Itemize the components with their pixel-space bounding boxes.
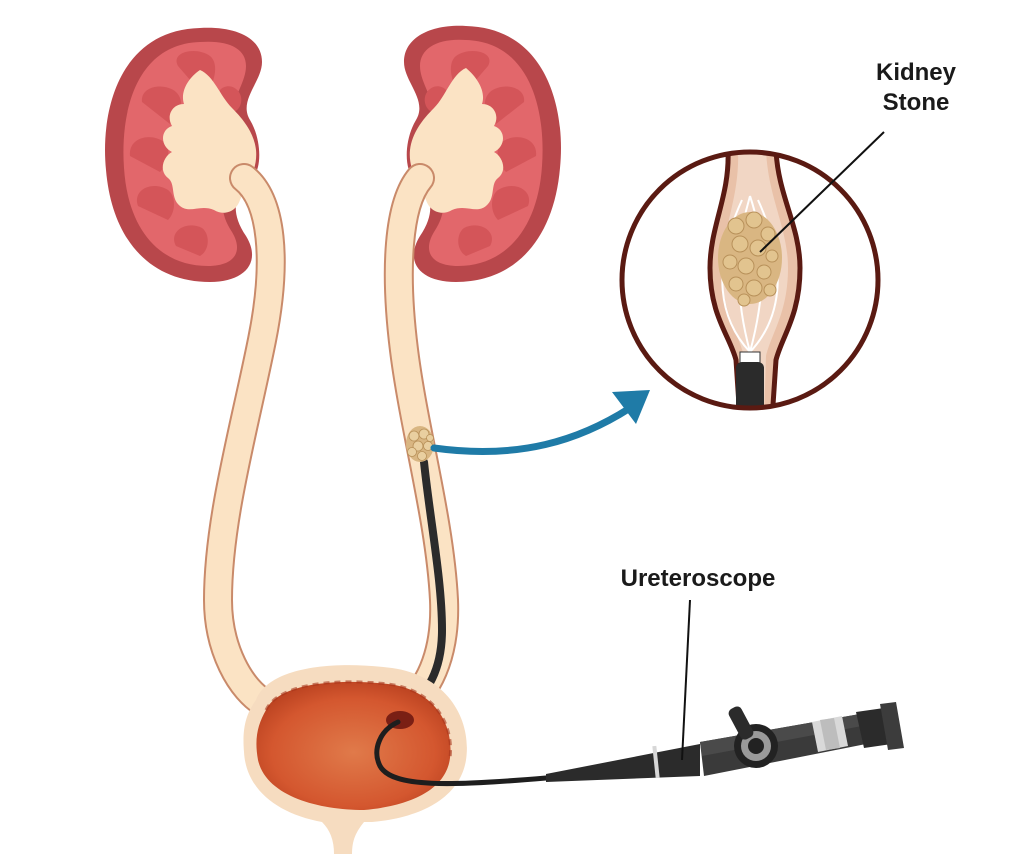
right-kidney [404,25,561,283]
left-kidney [105,27,262,283]
zoom-detail-circle [619,149,881,411]
kidney-stone-leader-line [759,131,885,253]
kidney-stone-label: Kidney Stone [856,58,976,118]
ureteroscope-leader-line [681,599,691,761]
kidney-stone-label-line1: Kidney [875,59,956,86]
kidney-stone-label-line2: Stone [882,89,950,116]
ureteroscope [546,702,904,782]
kidney-stone [406,426,434,462]
ureteroscope-cable [374,719,549,787]
bladder [243,665,467,854]
ureteroscope-label: Ureteroscope [620,565,776,592]
zoom-arrow [430,390,650,456]
